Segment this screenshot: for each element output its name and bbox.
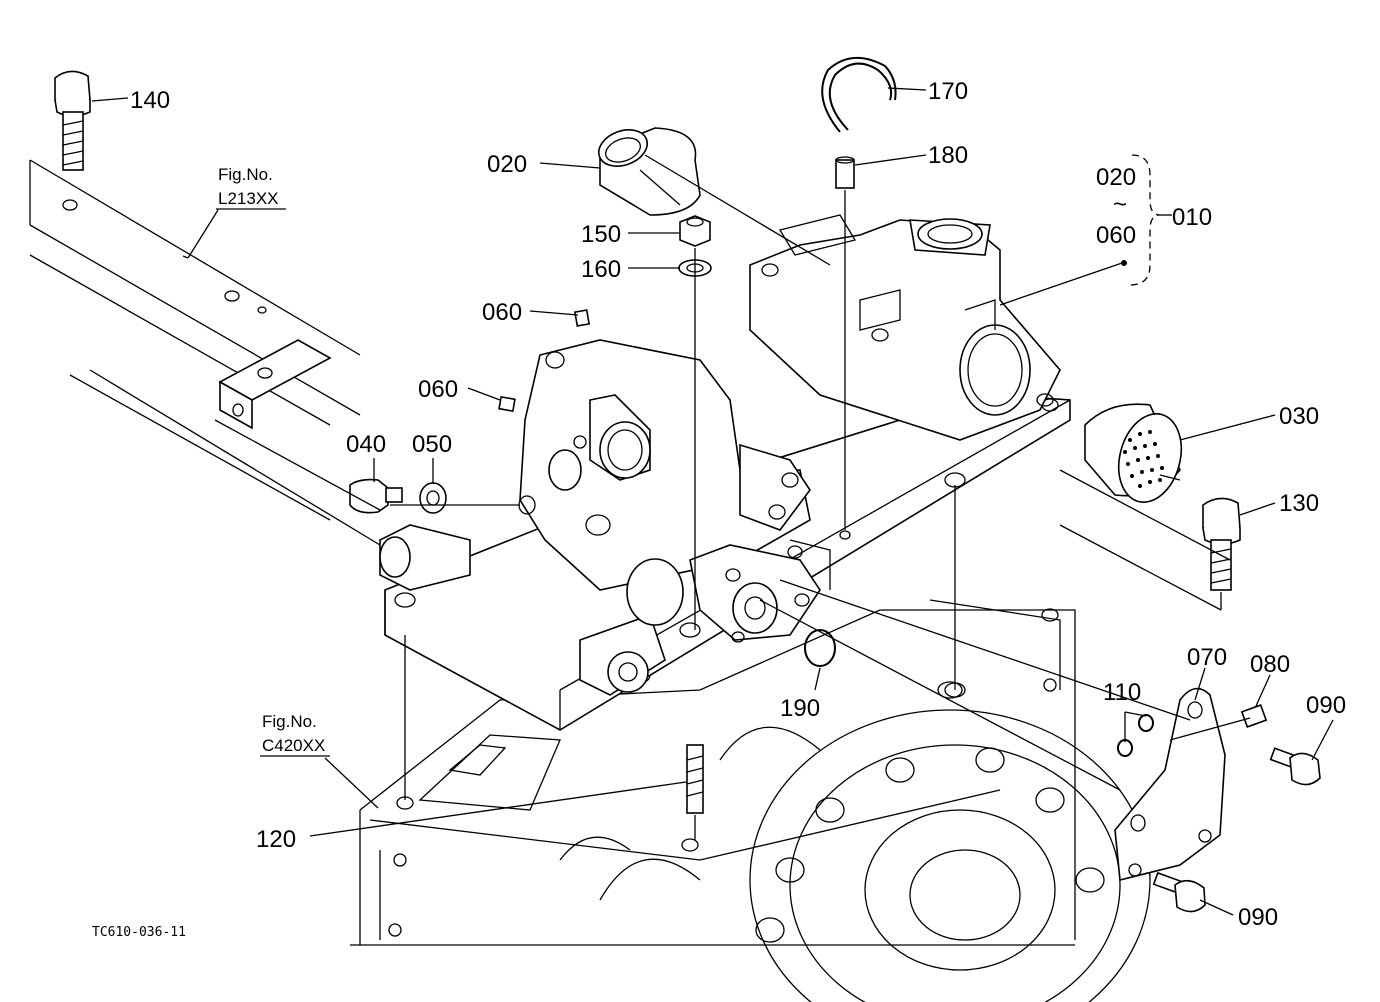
figure-ref-number: L213XX bbox=[218, 189, 279, 208]
o-ring-190-part bbox=[804, 629, 836, 667]
bolt-090b-part bbox=[1152, 871, 1206, 913]
figure-ref-caption: Fig.No. bbox=[218, 165, 273, 184]
stud-120-part bbox=[686, 744, 704, 814]
plug-060-parts bbox=[498, 309, 591, 413]
plug-040-part bbox=[349, 478, 403, 514]
center-lines bbox=[89, 154, 1251, 840]
bolt-140-part bbox=[54, 70, 91, 171]
callout-050[interactable]: 050 bbox=[412, 431, 452, 458]
frame-bracket-drawing bbox=[29, 159, 361, 521]
figure-ref-c420xx[interactable]: Fig.No. C420XX bbox=[260, 712, 330, 757]
strainer-030-part bbox=[1084, 403, 1183, 503]
seal-180-part bbox=[835, 156, 855, 189]
callout-060[interactable]: 060 bbox=[1096, 222, 1136, 249]
washer-050-part bbox=[419, 482, 447, 514]
screw-080-part bbox=[1240, 704, 1268, 728]
callout-160[interactable]: 160 bbox=[581, 256, 621, 283]
nut-150-part bbox=[679, 215, 711, 247]
figure-ref-caption: Fig.No. bbox=[262, 712, 317, 731]
callout-040[interactable]: 040 bbox=[346, 431, 386, 458]
callout-090[interactable]: 090 bbox=[1306, 692, 1346, 719]
callout-120[interactable]: 120 bbox=[256, 826, 296, 853]
parts-drawing bbox=[54, 56, 1321, 913]
lift-housing-drawing bbox=[379, 214, 1071, 731]
callout-020[interactable]: 020 bbox=[487, 151, 527, 178]
range-marker: ~ bbox=[1113, 191, 1127, 218]
callout-090[interactable]: 090 bbox=[1238, 904, 1278, 931]
bolt-090a-part bbox=[1269, 747, 1321, 786]
leader-lines bbox=[91, 87, 1334, 916]
bolt-130-part bbox=[1202, 497, 1241, 591]
callout-labels: 140 020 150 160 060 060 040 050 170 180 … bbox=[130, 78, 1346, 931]
callout-060[interactable]: 060 bbox=[482, 299, 522, 326]
callout-190[interactable]: 190 bbox=[780, 695, 820, 722]
dipstick-170-part bbox=[821, 56, 897, 133]
figure-ref-number: C420XX bbox=[262, 736, 325, 755]
bracket-070-part bbox=[1114, 687, 1226, 882]
callout-080[interactable]: 080 bbox=[1250, 651, 1290, 678]
callout-030[interactable]: 030 bbox=[1279, 403, 1319, 430]
o-ring-110b-part bbox=[1117, 739, 1133, 757]
diagram-code: TC610-036-11 bbox=[92, 925, 186, 940]
callout-110[interactable]: 110 bbox=[1103, 679, 1141, 706]
callout-020[interactable]: 020 bbox=[1096, 164, 1136, 191]
callout-180[interactable]: 180 bbox=[928, 142, 968, 169]
o-ring-110-part bbox=[1138, 714, 1154, 732]
figure-ref-l213xx[interactable]: Fig.No. L213XX bbox=[216, 165, 286, 210]
callout-070[interactable]: 070 bbox=[1187, 644, 1227, 671]
callout-010[interactable]: 010 bbox=[1172, 204, 1212, 231]
bushing-020-part bbox=[597, 127, 701, 216]
callout-150[interactable]: 150 bbox=[581, 221, 621, 248]
callout-130[interactable]: 130 bbox=[1279, 490, 1319, 517]
callout-140[interactable]: 140 bbox=[130, 87, 170, 114]
callout-060[interactable]: 060 bbox=[418, 376, 458, 403]
callout-170[interactable]: 170 bbox=[928, 78, 968, 105]
